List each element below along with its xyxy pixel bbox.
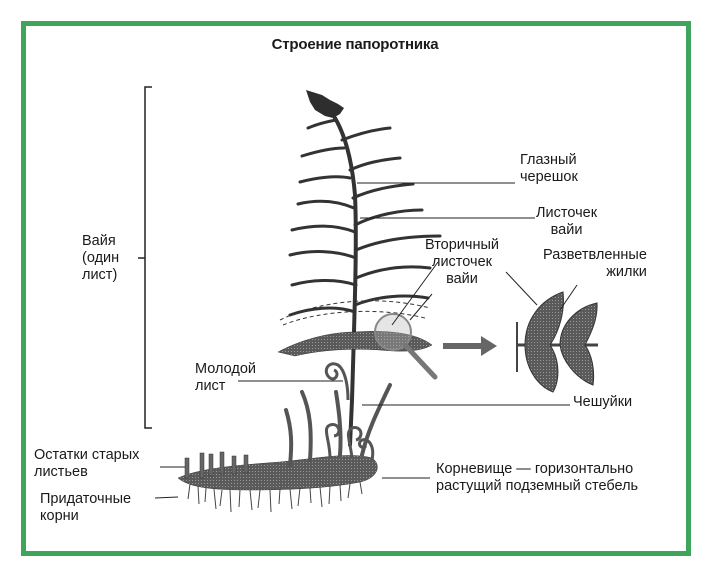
leader-lines <box>154 182 578 499</box>
label-line: корни <box>40 508 79 524</box>
label-line: Придаточные <box>40 491 132 507</box>
label-line: Листочек <box>536 205 598 221</box>
label-rhizome: Корневище — горизонтально растущий подзе… <box>436 461 638 495</box>
label-line: Корневище — горизонтально <box>436 461 634 477</box>
label-frond: Вайя (один лист) <box>82 233 119 284</box>
label-branched-veins: Разветвленные жилки <box>543 247 647 281</box>
label-rachis: Глазный черешок <box>520 152 578 186</box>
label-line: черешок <box>520 169 578 185</box>
label-line: вайи <box>446 271 478 287</box>
label-line: (один <box>82 250 120 266</box>
label-line: жилки <box>606 264 647 280</box>
label-line: листочек <box>431 254 492 270</box>
label-line: Молодой <box>195 361 256 377</box>
label-leaflet: Листочек вайи <box>536 205 597 239</box>
label-line: Разветвленные <box>543 247 647 263</box>
label-line: Вайя <box>82 233 116 249</box>
label-line: лист) <box>82 267 118 283</box>
frond-bracket <box>138 86 152 429</box>
label-young-leaf: Молодой лист <box>195 361 256 395</box>
label-line: Остатки старых <box>34 447 140 463</box>
fern-pinnae <box>288 118 442 317</box>
diagram-title: Строение папоротника <box>271 36 439 53</box>
label-scales: Чешуйки <box>573 394 632 411</box>
right-arrow-icon <box>443 336 497 356</box>
young-leaf-fiddlehead <box>324 362 350 401</box>
label-line: Чешуйки <box>573 394 633 410</box>
enlarged-leaflet <box>516 291 598 393</box>
dashed-outline <box>279 300 431 326</box>
label-line: вайи <box>550 222 583 238</box>
label-line: Глазный <box>520 152 577 168</box>
label-line: растущий подземный стебель <box>436 478 639 494</box>
label-adventitious-roots: Придаточные корни <box>40 491 131 525</box>
label-line: лист <box>195 378 226 394</box>
magnifying-glass-icon <box>374 313 438 380</box>
label-old-leaf-remains: Остатки старых листьев <box>34 447 139 481</box>
rhizome <box>177 383 392 513</box>
label-secondary-leaflet: Вторичный листочек вайи <box>425 237 499 288</box>
label-line: Вторичный <box>425 237 499 253</box>
fern-apex <box>306 90 344 118</box>
label-line: листьев <box>34 464 88 480</box>
